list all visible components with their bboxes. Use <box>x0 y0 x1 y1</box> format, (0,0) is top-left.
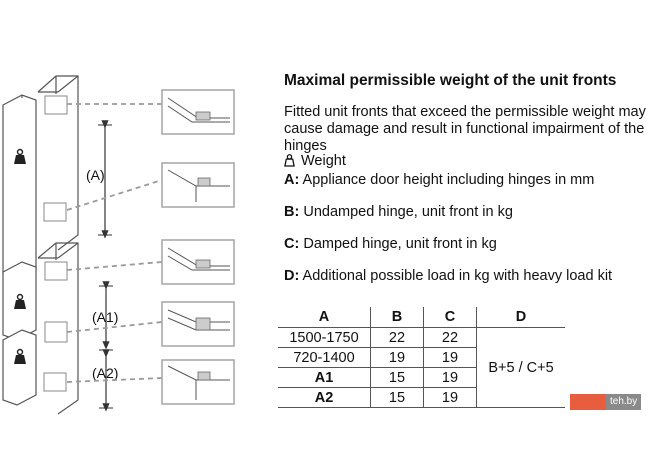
legend-c-key: C: <box>284 236 300 252</box>
watermark-text: teh.by <box>606 394 642 410</box>
table-cell: 19 <box>423 387 477 408</box>
table-cell: 19 <box>423 367 477 388</box>
watermark: teh.by <box>570 394 666 410</box>
table-row: A2 15 19 <box>278 387 565 408</box>
zoom-box-4 <box>161 301 235 347</box>
zoom-box-3 <box>161 239 235 285</box>
table-cell: 19 <box>423 347 477 368</box>
legend-c: C: Damped hinge, unit front in kg <box>284 236 497 252</box>
table-cell: 15 <box>370 387 424 408</box>
legend-b-text: Undamped hinge, unit front in kg <box>303 204 513 220</box>
zoom-box-5 <box>161 359 235 405</box>
legend-b-key: B: <box>284 204 300 220</box>
legend-a: A: Appliance door height including hinge… <box>284 172 594 188</box>
legend-weight-label: Weight <box>301 153 346 169</box>
table-header-d: D <box>476 307 565 328</box>
fridge-diagram: (A) (A1) (A2) <box>2 75 235 415</box>
legend-d-key: D: <box>284 268 300 284</box>
table-header-a: A <box>278 307 371 328</box>
table-header-c: C <box>423 307 477 328</box>
dimension-a-label: (A) <box>86 167 105 183</box>
hinge-box-bottom <box>43 202 67 222</box>
dimension-a1-label: (A1) <box>92 309 118 325</box>
description-text: Fitted unit fronts that exceed the permi… <box>284 104 646 154</box>
hinge-box-a1-mid <box>44 321 68 343</box>
table-cell: A2 <box>278 387 371 408</box>
table-header-b: B <box>370 307 424 328</box>
table-cell: 1500-1750 <box>278 327 371 348</box>
table-row: 1500-1750 22 22 B+5 / C+5 <box>278 327 565 408</box>
weight-icon <box>14 348 26 364</box>
weight-icon <box>284 154 295 167</box>
legend-b: B: Undamped hinge, unit front in kg <box>284 204 513 220</box>
table-cell: 22 <box>370 327 424 348</box>
watermark-bar <box>570 394 606 410</box>
table-cell: 22 <box>423 327 477 348</box>
legend-d-text: Additional possible load in kg with heav… <box>302 268 613 284</box>
table-row: 720-1400 19 19 <box>278 347 565 368</box>
weight-table: A B C D 1500-1750 22 22 B+5 / C+5 720-14… <box>278 307 565 408</box>
dimension-a2-label: (A2) <box>92 365 118 381</box>
table-cell: 19 <box>370 347 424 368</box>
weight-icon <box>14 293 26 309</box>
legend-d: D: Additional possible load in kg with h… <box>284 268 612 284</box>
zoom-box-2 <box>161 162 235 208</box>
table-row: A1 15 19 <box>278 367 565 388</box>
weight-icon <box>14 148 26 164</box>
legend-c-text: Damped hinge, unit front in kg <box>303 236 497 252</box>
table-header-row: A B C D <box>278 307 565 328</box>
table-cell: A1 <box>278 367 371 388</box>
hinge-box-a2-bottom <box>43 372 67 392</box>
legend-a-key: A: <box>284 172 300 188</box>
zoom-box-1 <box>161 89 235 135</box>
table-cell-d-value: B+5 / C+5 <box>476 327 565 408</box>
page-title: Maximal permissible weight of the unit f… <box>284 72 617 89</box>
table-cell: 15 <box>370 367 424 388</box>
table-cell: 720-1400 <box>278 347 371 368</box>
legend-weight: Weight <box>284 153 346 169</box>
hinge-box-top <box>44 95 68 115</box>
hinge-box-a1-top <box>44 261 68 281</box>
legend-a-text: Appliance door height including hinges i… <box>302 172 595 188</box>
